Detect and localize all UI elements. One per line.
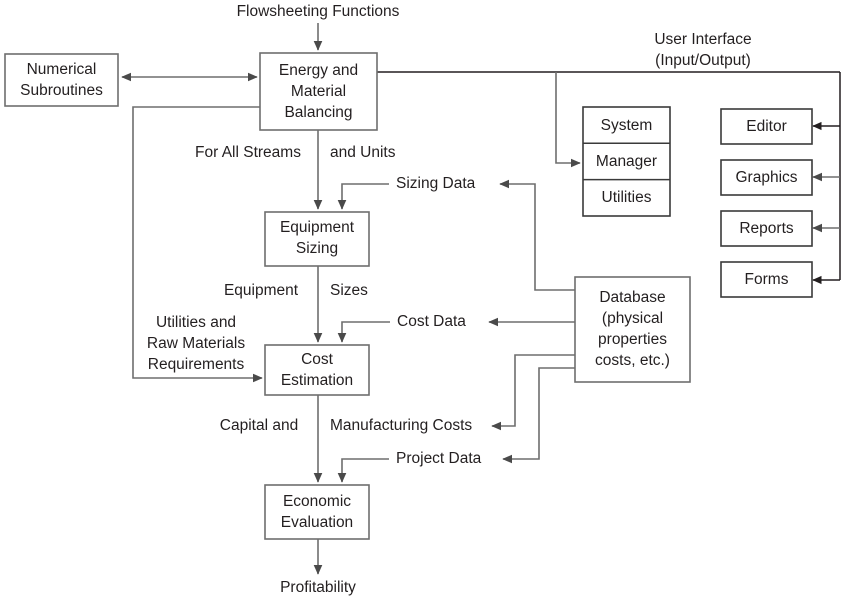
forms-rect[interactable]: [720, 261, 813, 298]
utilities-requirements-label-line3: Requirements: [148, 356, 245, 373]
numerical-subroutines-label-line2: Subroutines: [20, 82, 103, 99]
label-bg-and-units: [327, 143, 399, 163]
label-bg-manufacturing-costs: [327, 416, 482, 436]
energy-material-balancing-label-line2: Material: [291, 83, 346, 100]
economic-evaluation-rect[interactable]: [264, 484, 370, 540]
box-system-manager-utilities[interactable]: System Manager Utilities: [582, 106, 671, 217]
connector-utilities-requirements-to-cost-estimation: [132, 106, 263, 383]
equipment-sizing-rect[interactable]: [264, 211, 370, 267]
label-bg-sizes: [327, 281, 375, 301]
box-graphics[interactable]: Graphics: [720, 159, 813, 196]
database-label-line4: costs, etc.): [595, 352, 670, 369]
equipment-sizing-label-line2: Sizing: [296, 240, 338, 257]
user-interface-label-line2: (Input/Output): [655, 52, 751, 69]
utilities-cell-label: Utilities: [602, 189, 652, 206]
economic-evaluation-label-line2: Evaluation: [281, 514, 353, 531]
box-energy-material-balancing[interactable]: Energy and Material Balancing: [259, 52, 378, 131]
database-label-line1: Database: [599, 289, 665, 306]
user-interface-label-line1: User Interface: [654, 31, 751, 48]
box-numerical-subroutines[interactable]: Numerical Subroutines: [4, 53, 119, 107]
reports-label: Reports: [739, 220, 794, 237]
connector-sizing-data-to-equipment-sizing: [337, 183, 389, 210]
box-economic-evaluation[interactable]: Economic Evaluation: [264, 484, 370, 540]
cost-estimation-label-line1: Cost: [301, 351, 334, 368]
editor-label: Editor: [746, 118, 787, 135]
project-data-label: Project Data: [396, 450, 482, 467]
connector-bus-to-manager-cell: [555, 72, 581, 168]
connector-database-to-manufacturing-costs: [491, 354, 575, 431]
numerical-subroutines-label-line1: Numerical: [27, 61, 97, 78]
manufacturing-costs-label: Manufacturing Costs: [330, 417, 472, 434]
box-database[interactable]: Database (physical properties costs, etc…: [574, 276, 691, 383]
manager-cell-label: Manager: [596, 153, 657, 170]
label-bg-equipment: [212, 281, 310, 301]
database-label-line2: (physical: [602, 310, 663, 327]
cost-data-label: Cost Data: [397, 313, 466, 330]
box-reports[interactable]: Reports: [720, 210, 813, 247]
utilities-requirements-label-line1: Utilities and: [156, 314, 236, 331]
database-label-line3: properties: [598, 331, 667, 348]
numerical-subroutines-rect[interactable]: [4, 53, 119, 107]
connector-database-to-sizing-data: [499, 179, 575, 291]
capital-and-label: Capital and: [220, 417, 298, 434]
equipment-label: Equipment: [224, 282, 299, 299]
equipment-sizing-label-line1: Equipment: [280, 219, 355, 236]
energy-material-balancing-label-line1: Energy and: [279, 62, 358, 79]
box-equipment-sizing[interactable]: Equipment Sizing: [264, 211, 370, 267]
system-cell-label: System: [601, 117, 653, 134]
box-editor[interactable]: Editor: [720, 108, 813, 145]
economic-evaluation-label-line1: Economic: [283, 493, 351, 510]
for-all-streams-label: For All Streams: [195, 144, 301, 161]
sizing-data-label: Sizing Data: [396, 175, 476, 192]
label-bg-capital-and: [207, 416, 311, 436]
sizes-label: Sizes: [330, 282, 368, 299]
cost-estimation-label-line2: Estimation: [281, 372, 353, 389]
graphics-rect[interactable]: [720, 159, 813, 196]
label-bg-sizing-data: [393, 174, 479, 194]
connector-database-to-project-data: [502, 367, 575, 464]
label-bg-cost-data: [394, 312, 472, 332]
connector-project-data-to-economic-evaluation: [337, 458, 389, 483]
label-bg-for-all-streams: [186, 143, 310, 163]
database-rect[interactable]: [574, 276, 691, 383]
box-forms[interactable]: Forms: [720, 261, 813, 298]
energy-material-balancing-rect[interactable]: [259, 52, 378, 131]
and-units-label: and Units: [330, 144, 396, 161]
utilities-requirements-label-line2: Raw Materials: [147, 335, 245, 352]
energy-material-balancing-label-line3: Balancing: [284, 104, 352, 121]
flowsheeting-functions-label: Flowsheeting Functions: [237, 3, 400, 20]
editor-rect[interactable]: [720, 108, 813, 145]
connector-cost-data-to-cost-estimation: [337, 321, 390, 343]
box-cost-estimation[interactable]: Cost Estimation: [264, 344, 370, 396]
forms-label: Forms: [745, 271, 789, 288]
label-bg-project-data: [393, 449, 487, 469]
cost-estimation-rect[interactable]: [264, 344, 370, 396]
reports-rect[interactable]: [720, 210, 813, 247]
system-manager-utilities-rect: [582, 106, 671, 217]
profitability-label: Profitability: [280, 579, 356, 596]
graphics-label: Graphics: [735, 169, 797, 186]
